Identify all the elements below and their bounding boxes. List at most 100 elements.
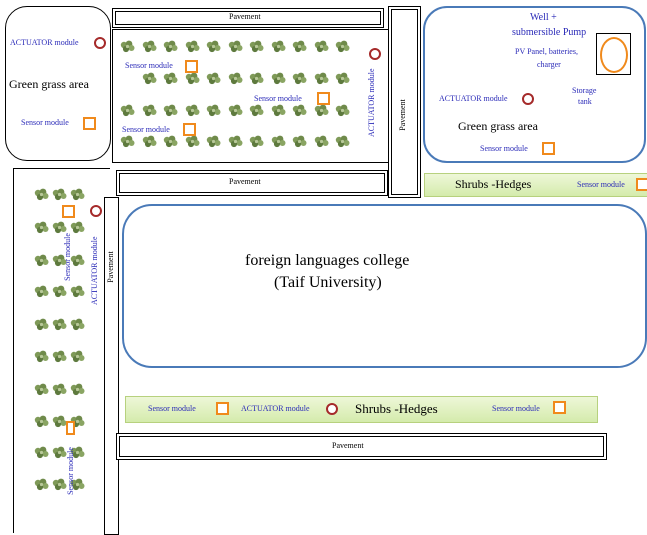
tree-icon (120, 104, 135, 117)
actuator-icon-top-right (522, 93, 534, 105)
tree-icon (271, 40, 286, 53)
shrub-icon (34, 221, 49, 234)
tree-icon (314, 135, 329, 148)
tree-icon (120, 40, 135, 53)
tree-icon (292, 104, 307, 117)
pavement-vertical-right-label: Pavement (398, 99, 407, 131)
tree-icon (142, 72, 157, 85)
pv-panel-label-2: charger (537, 60, 561, 69)
actuator-icon-top-left (94, 37, 106, 49)
tree-icon (292, 40, 307, 53)
shrub-icon (70, 383, 85, 396)
shrub-icon (52, 254, 67, 267)
pavement-vertical-right (388, 6, 421, 198)
green-area-top-left (5, 6, 111, 161)
well-label-2: submersible Pump (512, 27, 587, 38)
sensor-label-field-2: Sensor module (254, 94, 302, 103)
actuator-icon-hedge-bottom (326, 403, 338, 415)
sensor-label-field-1: Sensor module (125, 61, 173, 70)
tree-icon (292, 72, 307, 85)
tree-icon (228, 135, 243, 148)
shrub-icon (34, 383, 49, 396)
tree-icon (228, 104, 243, 117)
tree-icon (249, 135, 264, 148)
sensor-icon-hedge-top-right (636, 178, 647, 191)
shrub-icon (70, 188, 85, 201)
tree-icon (185, 104, 200, 117)
shrub-icon (34, 415, 49, 428)
tree-icon (271, 72, 286, 85)
shrub-icon (52, 415, 67, 428)
college-building (122, 204, 647, 368)
storage-tank-label-1: Storage (572, 86, 597, 95)
tree-icon (314, 104, 329, 117)
sensor-label-field-3: Sensor module (122, 125, 170, 134)
shrub-icon (34, 318, 49, 331)
tree-icon (228, 72, 243, 85)
tree-icon (335, 72, 350, 85)
hedge-bottom (125, 396, 598, 423)
sensor-icon-field-1 (185, 60, 198, 73)
tree-icon (271, 135, 286, 148)
hedge-top-right-label: Shrubs -Hedges (455, 177, 532, 191)
well-tank-icon (600, 37, 628, 73)
sensor-icon-left-2 (66, 421, 75, 435)
shrub-icon (70, 350, 85, 363)
tree-icon (206, 135, 221, 148)
sensor-icon-left-1 (62, 205, 75, 218)
sensor-label-top-left: Sensor module (21, 118, 69, 127)
tree-icon (314, 40, 329, 53)
tree-icon (228, 40, 243, 53)
tree-icon (335, 40, 350, 53)
tree-icon (314, 72, 329, 85)
shrub-icon (70, 318, 85, 331)
tree-icon (120, 135, 135, 148)
college-name: foreign languages college (245, 252, 410, 269)
tree-icon (206, 72, 221, 85)
green-grass-label-top-left: Green grass area (9, 77, 89, 91)
tree-icon (163, 40, 178, 53)
tree-icon (206, 104, 221, 117)
pavement-bottom (116, 433, 607, 460)
well-label-1: Well + (530, 12, 557, 23)
tree-icon (249, 72, 264, 85)
shrub-icon (52, 221, 67, 234)
left-strip-border-top (13, 168, 110, 169)
tree-icon (249, 104, 264, 117)
shrub-icon (70, 254, 85, 267)
tree-icon (185, 72, 200, 85)
tree-icon (142, 40, 157, 53)
college-university: (Taif University) (274, 274, 382, 291)
tree-icon (271, 104, 286, 117)
shrub-icon (70, 478, 85, 491)
tree-icon (335, 104, 350, 117)
actuator-label-field-vertical: ACTUATOR module (367, 68, 376, 137)
shrub-icon (34, 188, 49, 201)
shrub-icon (52, 318, 67, 331)
shrub-icon (52, 285, 67, 298)
sensor-label-hedge-top-right: Sensor module (577, 180, 625, 189)
shrub-icon (52, 446, 67, 459)
tree-icon (163, 72, 178, 85)
sensor-icon-top-left (83, 117, 96, 130)
sensor-label-hedge-bottom-1: Sensor module (148, 404, 196, 413)
tree-icon (185, 40, 200, 53)
sensor-icon-field-2 (317, 92, 330, 105)
shrub-icon (52, 478, 67, 491)
shrub-icon (52, 383, 67, 396)
tree-icon (142, 135, 157, 148)
sensor-icon-hedge-bottom-2 (553, 401, 566, 414)
sensor-label-top-right: Sensor module (480, 144, 528, 153)
green-area-top-right (423, 6, 646, 163)
actuator-label-top-right: ACTUATOR module (439, 94, 508, 103)
shrub-icon (52, 188, 67, 201)
tree-icon (335, 135, 350, 148)
pavement-top-label: Pavement (229, 12, 261, 21)
tree-icon (185, 135, 200, 148)
actuator-label-left-vertical: ACTUATOR module (90, 236, 99, 305)
actuator-icon-field (369, 48, 381, 60)
shrub-icon (34, 350, 49, 363)
pavement-middle (116, 170, 388, 196)
sensor-label-left-1-vertical: Sensor module (63, 233, 72, 281)
shrub-icon (34, 446, 49, 459)
